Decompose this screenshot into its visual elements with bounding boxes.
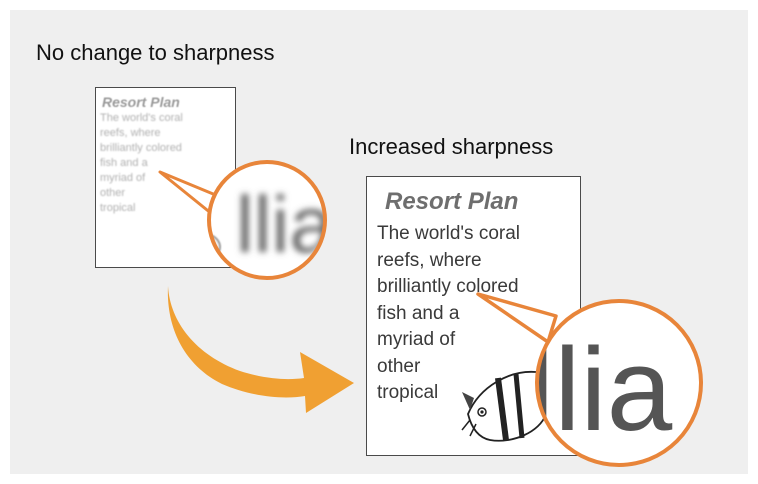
doc-line: other [377, 355, 421, 377]
caption-increased: Increased sharpness [349, 134, 554, 159]
magnifier-sharp: llia [528, 299, 703, 467]
doc-line: brilliantly colored [377, 276, 519, 297]
doc-line: fish and a [100, 157, 148, 169]
magnifier-text-blurred: llia [236, 180, 334, 269]
fish-icon [461, 371, 549, 442]
doc-line: reefs, where [377, 249, 482, 271]
doc-line: reefs, where [100, 127, 161, 139]
doc-line: tropical [100, 202, 136, 214]
doc-title: Resort Plan [385, 188, 519, 215]
doc-line: The world's coral [377, 223, 521, 244]
doc-line: fish and a [377, 302, 460, 324]
doc-line: myriad of [377, 329, 456, 350]
doc-title: Resort Plan [102, 94, 180, 110]
doc-line: The world's coral [100, 112, 183, 124]
magnifier-text-sharp: llia [528, 324, 673, 456]
curved-arrow-icon [167, 286, 354, 413]
doc-line: brilliantly colored [100, 142, 182, 154]
magnifier-blurred: llia [207, 160, 334, 280]
doc-line: myriad of [100, 172, 146, 184]
doc-line: other [100, 187, 126, 199]
magnifier-pointer [476, 292, 558, 344]
caption-no-change: No change to sharpness [36, 40, 275, 65]
doc-line: tropical [377, 382, 439, 403]
